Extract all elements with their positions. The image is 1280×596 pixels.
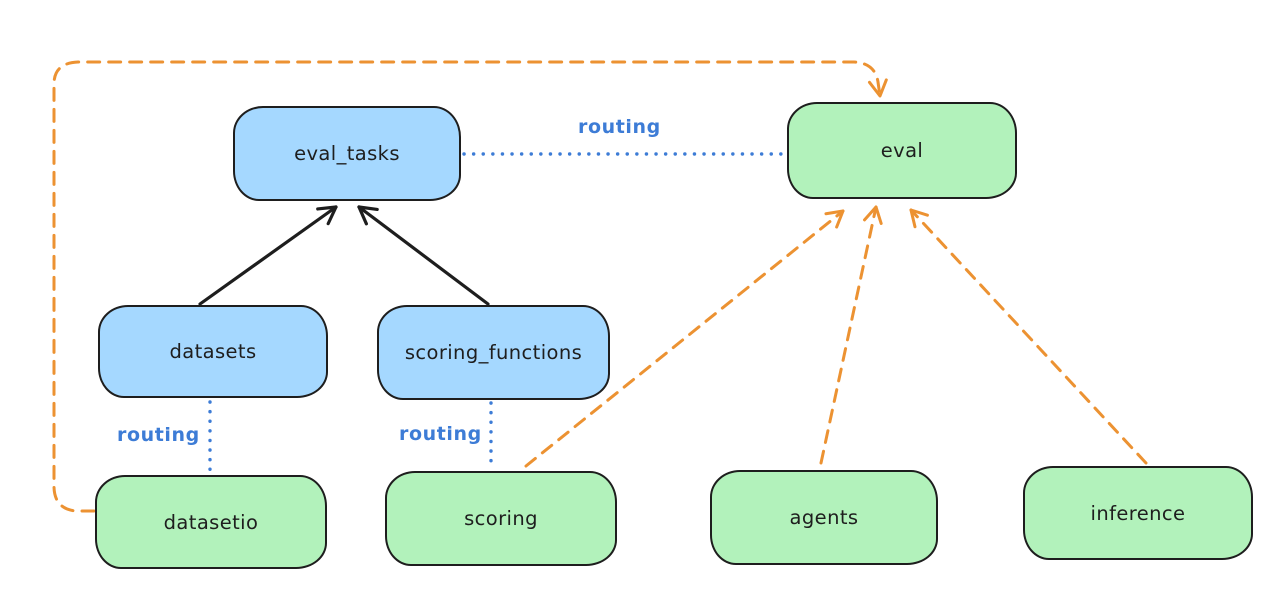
node-eval-tasks-label: eval_tasks xyxy=(294,142,400,165)
edge-agents-to-eval-dashed-arrow xyxy=(819,205,883,465)
node-agents-label: agents xyxy=(789,506,859,529)
node-eval-tasks: eval_tasks xyxy=(233,106,461,201)
edge-datasets-to-eval_tasks-arrow xyxy=(198,205,338,306)
routing-label-eval-tasks-eval: routing xyxy=(578,116,661,138)
edge-scoring_functions-to-eval_tasks-arrow xyxy=(357,205,490,306)
routing-label-datasets-datasetio: routing xyxy=(117,424,200,446)
node-scoring: scoring xyxy=(385,471,617,566)
node-scoring-functions: scoring_functions xyxy=(377,305,610,400)
node-scoring-label: scoring xyxy=(464,507,538,530)
node-scoring-functions-label: scoring_functions xyxy=(404,341,583,364)
edge-inference-to-eval-dashed-arrow xyxy=(909,208,1148,465)
node-agents: agents xyxy=(710,470,938,565)
node-datasetio-label: datasetio xyxy=(163,510,259,534)
edge-scoring-to-eval-dashed-arrow xyxy=(524,209,845,468)
routing-label-scoring-functions-scoring: routing xyxy=(399,423,482,445)
node-eval: eval xyxy=(787,102,1017,199)
node-inference: inference xyxy=(1023,466,1253,560)
node-datasets-label: datasets xyxy=(169,340,257,363)
node-datasetio: datasetio xyxy=(95,475,327,569)
node-inference-label: inference xyxy=(1090,501,1186,525)
node-datasets: datasets xyxy=(98,305,328,398)
node-eval-label: eval xyxy=(880,139,924,162)
edge-datasetio-to-eval-dashed-arrow xyxy=(52,60,888,513)
